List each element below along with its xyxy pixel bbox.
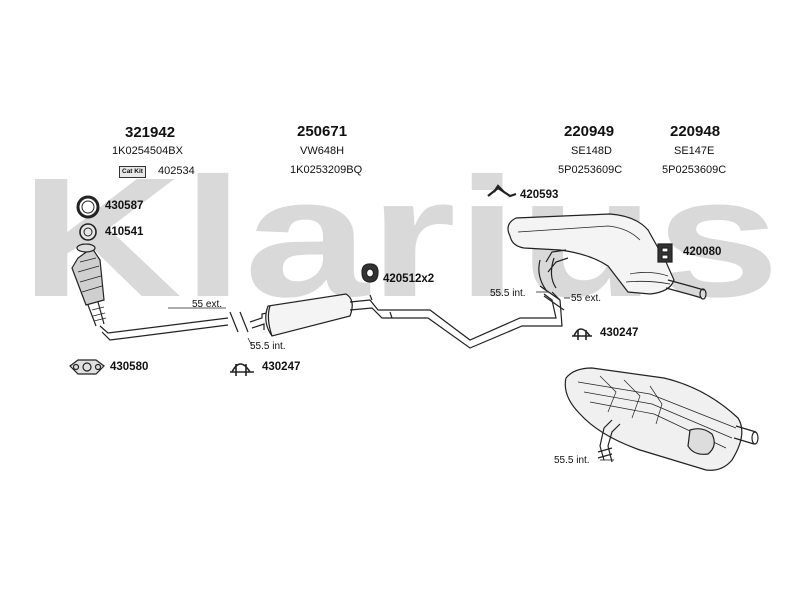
rear-silencer <box>507 213 707 300</box>
clamp-rear <box>539 285 565 311</box>
ring-410541 <box>79 223 97 241</box>
dim-label: 55 ext. <box>192 299 223 310</box>
middle-silencer <box>249 293 546 349</box>
catkit-number[interactable]: 402534 <box>158 165 195 177</box>
leader-lines <box>168 291 614 461</box>
oe-code: 5P0253609C <box>558 164 623 176</box>
dim-label: 55.5 int. <box>490 288 526 299</box>
oe-code: SE147E <box>674 145 715 157</box>
oe-code: SE148D <box>571 145 612 157</box>
front-pipe <box>99 317 229 341</box>
ref-430580[interactable]: 430580 <box>110 361 149 373</box>
ref-420080[interactable]: 420080 <box>683 246 722 258</box>
oe-code: VW648H <box>300 145 345 157</box>
ref-430587[interactable]: 430587 <box>105 200 144 212</box>
part-number-220949[interactable]: 220949 <box>564 123 615 140</box>
bracket-420593 <box>487 184 517 198</box>
part-number-321942[interactable]: 321942 <box>125 124 176 141</box>
catalytic-converter <box>71 243 107 327</box>
clamp-front <box>229 311 249 333</box>
brand-watermark: Klarius <box>20 143 780 333</box>
ref-430247-a[interactable]: 430247 <box>262 361 301 373</box>
part-number-250671[interactable]: 250671 <box>297 123 348 140</box>
gasket-430580 <box>69 359 105 375</box>
part-number-220948[interactable]: 220948 <box>670 123 721 140</box>
ref-410541[interactable]: 410541 <box>105 226 144 238</box>
catkit-badge: Cat Kit <box>119 166 146 178</box>
oe-code: 1K0254504BX <box>112 145 183 157</box>
dim-label: 55 ext. <box>571 293 602 304</box>
oe-code: 5P0253609C <box>662 164 727 176</box>
dim-label: 55.5 int. <box>554 455 590 466</box>
dim-label: 55.5 int. <box>250 341 286 352</box>
ref-420512[interactable]: 420512x2 <box>383 273 435 285</box>
clamp-430247-b <box>572 328 592 340</box>
ref-420593[interactable]: 420593 <box>520 189 559 201</box>
ring-430587 <box>76 195 100 219</box>
oe-code: 1K0253209BQ <box>290 164 363 176</box>
clamp-430247-a <box>230 363 254 376</box>
ref-430247-b[interactable]: 430247 <box>600 327 639 339</box>
rear-pipe <box>543 291 563 327</box>
rear-silencer-alt <box>564 367 759 471</box>
